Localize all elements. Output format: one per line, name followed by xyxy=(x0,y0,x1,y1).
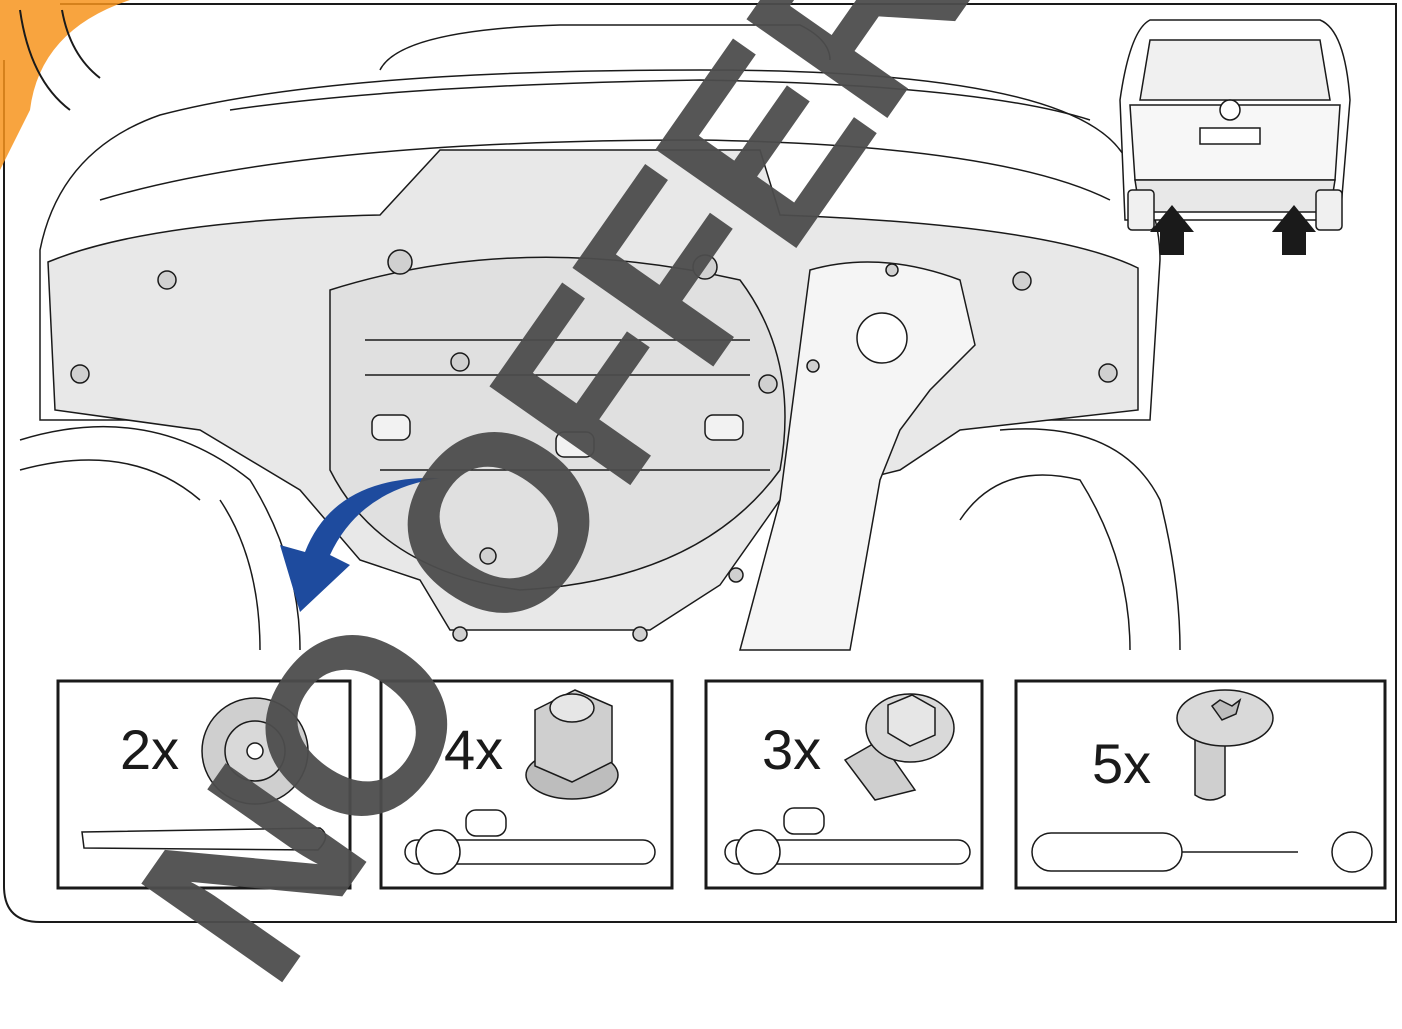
quantity-label-box-1: 2x xyxy=(120,718,180,781)
clip-rivet-icon xyxy=(201,697,309,805)
rear-underbody-panel-icon xyxy=(19,24,1181,651)
hex-flange-bolt-icon xyxy=(843,693,955,801)
page-frame xyxy=(3,3,1397,923)
up-arrow-icon xyxy=(1272,205,1316,255)
trim-removal-tool-icon xyxy=(81,827,327,851)
up-arrow-icon xyxy=(1150,205,1194,255)
quantity-label-box-3: 3x xyxy=(762,718,822,781)
quantity-label-box-4: 5x xyxy=(1092,732,1152,795)
curved-arrow-icon xyxy=(280,477,440,612)
instruction-diagram xyxy=(0,0,1397,923)
torx-screwdriver-icon xyxy=(1031,831,1373,873)
quantity-label-box-2: 4x xyxy=(444,718,504,781)
ratchet-socket-icon xyxy=(724,807,971,875)
corner-accent xyxy=(0,0,130,170)
van-rear-view-icon xyxy=(1119,19,1351,231)
flange-nut-icon xyxy=(525,689,619,800)
ratchet-socket-icon xyxy=(404,809,656,875)
hardware-box-1 xyxy=(56,679,352,890)
torx-screw-icon xyxy=(1176,689,1274,801)
